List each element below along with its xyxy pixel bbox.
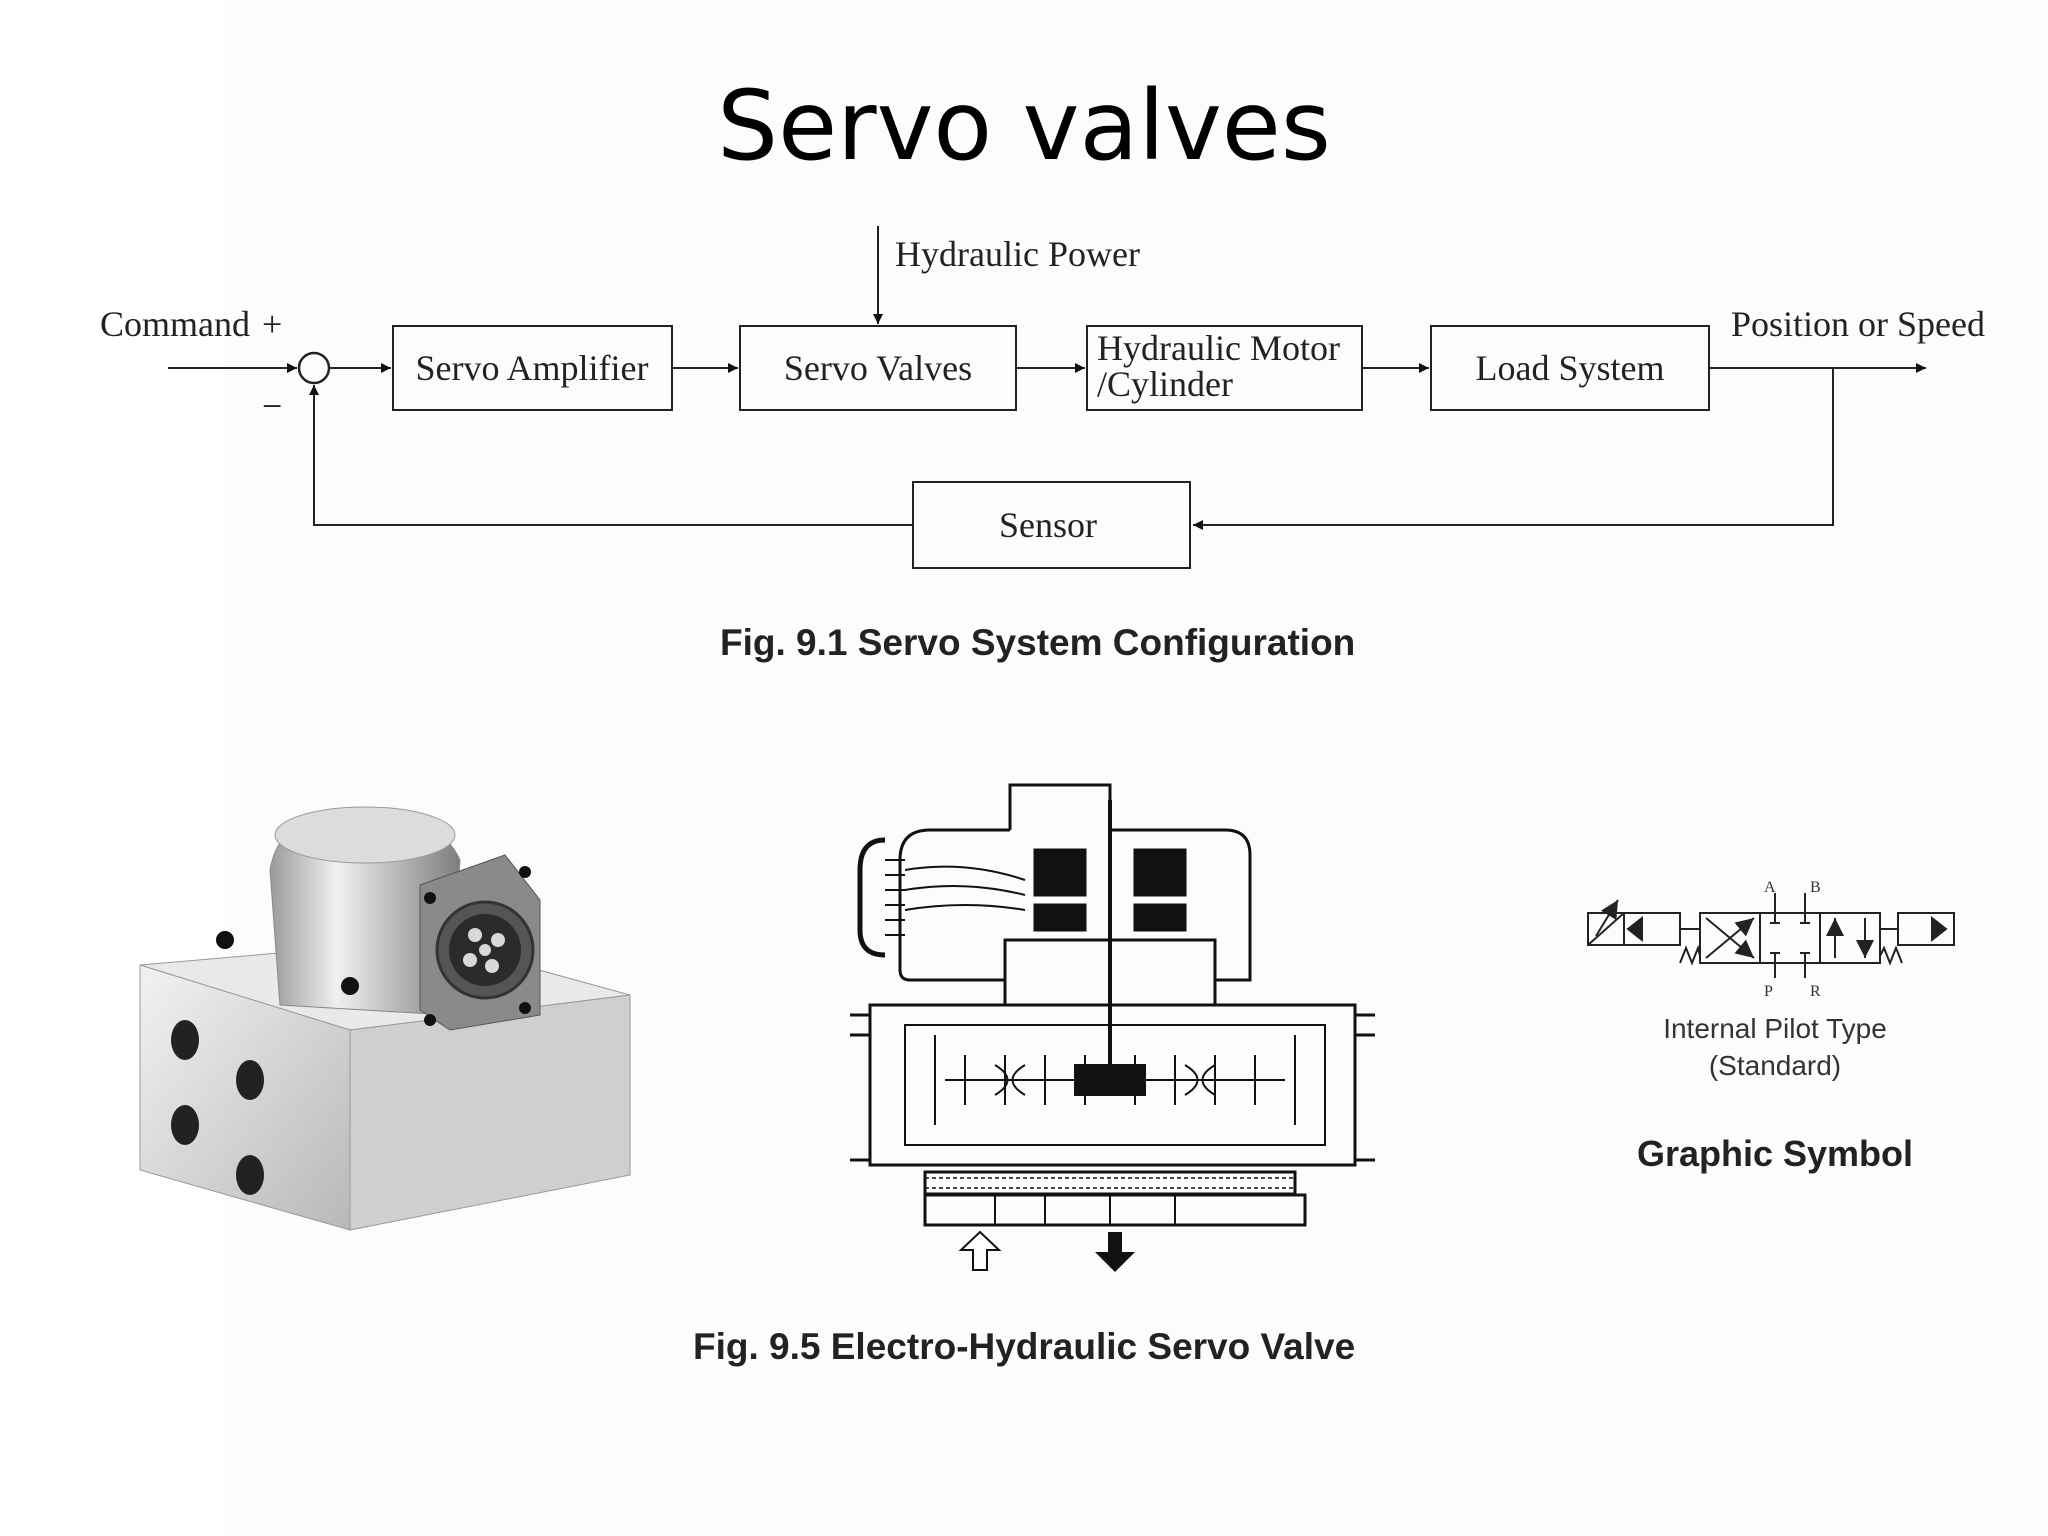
summing-junction bbox=[297, 351, 331, 385]
motor-label-line1: Hydraulic Motor bbox=[1097, 328, 1340, 368]
port-r-label: R bbox=[1810, 983, 1821, 1000]
servo-amplifier-label: Servo Amplifier bbox=[416, 348, 649, 388]
minus-sign: − bbox=[262, 386, 282, 426]
servo-valves-label: Servo Valves bbox=[784, 348, 972, 388]
pilot-type-standard-label: (Standard) bbox=[1708, 1050, 1842, 1081]
pilot-type-label: Internal Pilot Type bbox=[1663, 1013, 1887, 1044]
command-label: Command bbox=[100, 304, 250, 344]
motor-label-line2: /Cylinder bbox=[1097, 364, 1233, 404]
figure-background bbox=[225, 0, 2048, 1536]
port-p-label: P bbox=[1764, 983, 1773, 1000]
mount-hole bbox=[171, 1020, 199, 1060]
servo-system-block-diagram: Command + − Hydraulic Power Servo Amplif… bbox=[100, 226, 1985, 569]
fig-9-5-caption: Fig. 9.5 Electro-Hydraulic Servo Valve bbox=[693, 1326, 1356, 1367]
servo-valve-cross-section bbox=[850, 783, 1375, 1272]
graphic-symbol-title: Graphic Symbol bbox=[1636, 1133, 1914, 1174]
port-b-label: B bbox=[1810, 879, 1821, 896]
mount-hole bbox=[171, 1105, 199, 1145]
load-system-label: Load System bbox=[1476, 348, 1665, 388]
fig-9-1-caption: Fig. 9.1 Servo System Configuration bbox=[720, 622, 1356, 663]
slide-title: Servo valves bbox=[717, 70, 1331, 182]
mount-hole bbox=[236, 1155, 264, 1195]
feedback-line-right bbox=[1193, 368, 1834, 530]
sensor-label: Sensor bbox=[999, 505, 1097, 545]
valve-body-side bbox=[349, 994, 631, 1231]
graphic-symbol: A B P R bbox=[1587, 879, 1955, 1000]
mount-hole bbox=[236, 1060, 264, 1100]
plus-sign: + bbox=[262, 304, 282, 344]
hydraulic-power-label: Hydraulic Power bbox=[895, 234, 1140, 274]
feedback-line-left bbox=[309, 385, 913, 526]
pressure-port-arrow bbox=[958, 1230, 1002, 1271]
port-a-label: A bbox=[1764, 879, 1776, 896]
servo-valve-photo bbox=[139, 806, 631, 1231]
output-label: Position or Speed bbox=[1731, 304, 1985, 344]
return-port-arrow bbox=[1095, 1232, 1135, 1272]
